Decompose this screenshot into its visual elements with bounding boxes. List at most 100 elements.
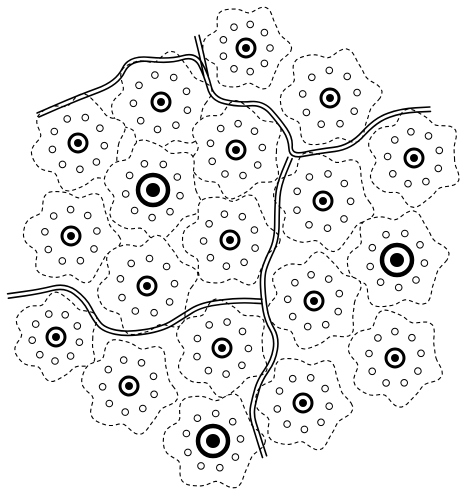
portal-circle — [99, 384, 106, 391]
portal-circle — [367, 263, 374, 270]
portal-circle — [49, 146, 56, 153]
portal-circle — [229, 418, 236, 425]
portal-circle — [375, 335, 382, 342]
portal-circle — [294, 188, 301, 195]
central-vein-core — [232, 146, 240, 154]
portal-circle — [267, 45, 274, 52]
portal-circle — [77, 257, 84, 264]
portal-circle — [383, 380, 390, 387]
portal-circle — [259, 144, 266, 151]
portal-circle — [217, 464, 224, 471]
portal-circle — [284, 296, 291, 303]
portal-circle — [174, 174, 181, 181]
portal-circle — [417, 242, 424, 249]
portal-circle — [93, 159, 100, 166]
portal-circle — [138, 360, 145, 367]
portal-circle — [76, 339, 83, 346]
portal-circle — [369, 244, 376, 251]
portal-circle — [220, 37, 227, 44]
portal-circle — [149, 214, 156, 221]
portal-circle — [184, 107, 191, 114]
portal-circle — [200, 238, 207, 245]
portal-circle — [254, 162, 261, 169]
portal-circle — [51, 128, 58, 135]
portal-circle — [177, 192, 184, 199]
central-vein-core — [67, 232, 75, 240]
portal-circle — [67, 206, 74, 213]
portal-circle — [46, 311, 53, 318]
portal-circle — [383, 231, 390, 238]
central-vein-core — [206, 434, 220, 448]
portal-circle — [390, 171, 397, 178]
portal-circle — [232, 454, 239, 461]
portal-circle — [166, 299, 173, 306]
portal-circle — [130, 100, 137, 107]
portal-circle — [235, 120, 242, 127]
lobule — [203, 7, 292, 89]
portal-circle — [206, 221, 213, 228]
portal-circle — [239, 328, 246, 335]
portal-circle — [122, 191, 129, 198]
portal-circle — [126, 172, 133, 179]
portal-circle — [163, 263, 170, 270]
portal-circle — [231, 66, 238, 73]
portal-circle — [395, 284, 402, 291]
portal-circle — [239, 213, 246, 220]
portal-circle — [183, 430, 190, 437]
portal-circle — [91, 246, 98, 253]
lobule — [191, 101, 281, 199]
portal-circle — [97, 125, 104, 132]
portal-circle — [325, 276, 332, 283]
portal-circle — [341, 216, 348, 223]
portal-circle — [183, 88, 190, 95]
portal-circle — [59, 161, 66, 168]
portal-circle — [209, 158, 216, 165]
central-vein-core — [310, 297, 318, 305]
central-vein-core — [242, 44, 250, 52]
portal-circle — [29, 337, 36, 344]
portal-circle — [392, 328, 399, 335]
central-vein-core — [410, 154, 418, 162]
central-vein-core — [299, 399, 307, 407]
portal-circle — [335, 308, 342, 315]
portal-circle — [42, 229, 49, 236]
portal-circle — [392, 137, 399, 144]
portal-circle — [64, 116, 71, 123]
portal-circle — [170, 74, 177, 81]
portal-circle — [274, 406, 281, 413]
central-vein-core — [143, 282, 151, 290]
portal-circle — [152, 72, 159, 79]
portal-circle — [240, 172, 247, 179]
portal-circle — [251, 128, 258, 135]
portal-circle — [261, 29, 268, 36]
portal-circle — [351, 108, 358, 115]
portal-circle — [289, 375, 296, 382]
portal-circle — [241, 259, 248, 266]
portal-circle — [435, 165, 442, 172]
portal-circle — [59, 258, 66, 265]
portal-circle — [415, 368, 422, 375]
portal-circle — [151, 309, 158, 316]
portal-circle — [303, 109, 310, 116]
lobule — [82, 340, 178, 435]
portal-circle — [50, 213, 57, 220]
portal-circle — [222, 171, 229, 178]
portal-circle — [326, 67, 333, 74]
portal-circle — [117, 276, 124, 283]
portal-circle — [318, 419, 325, 426]
portal-circle — [413, 277, 420, 284]
lobule — [24, 192, 121, 283]
portal-circle — [405, 180, 412, 187]
central-vein-core — [218, 344, 226, 352]
portal-circle — [207, 140, 214, 147]
portal-circle — [120, 357, 127, 364]
lobule — [256, 359, 353, 450]
portal-circle — [324, 225, 331, 232]
portal-circle — [141, 161, 148, 168]
portal-circle — [239, 362, 246, 369]
portal-circle — [131, 207, 138, 214]
portal-circle — [344, 73, 351, 80]
portal-circle — [294, 207, 301, 214]
portal-circle — [205, 367, 212, 374]
portal-circle — [245, 345, 252, 352]
